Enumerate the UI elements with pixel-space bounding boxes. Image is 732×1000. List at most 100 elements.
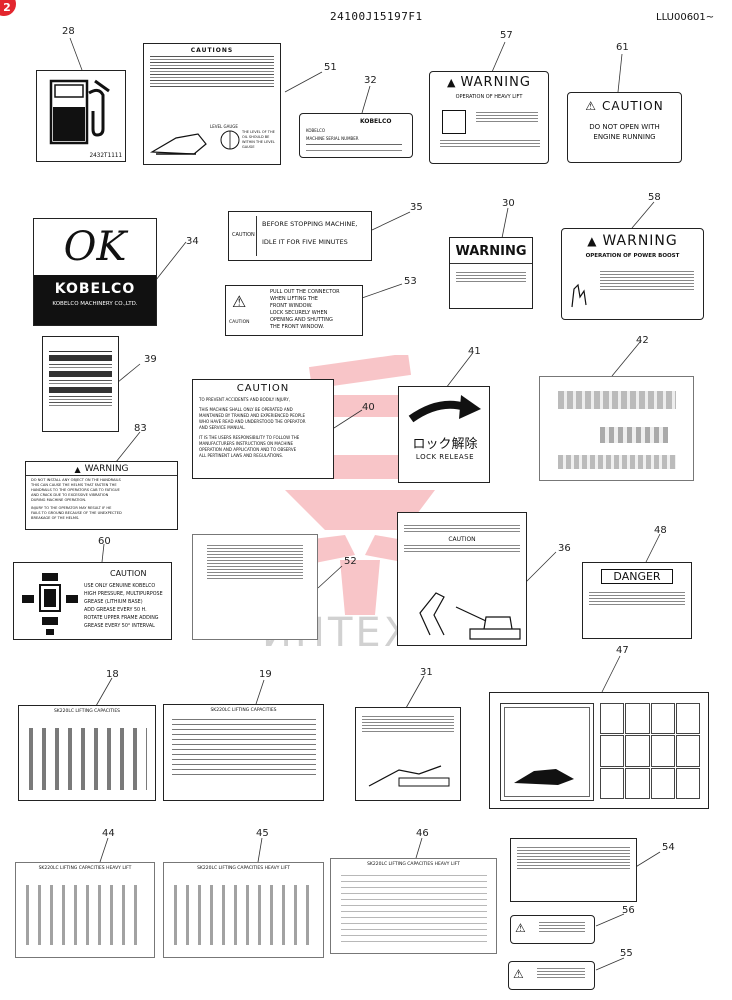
rule xyxy=(306,144,402,145)
leader-48 xyxy=(645,533,661,563)
decal-44-title: SK220LC LIFTING CAPACITIES HEAVY LIFT xyxy=(38,866,132,871)
caution-triangle-icon: ⚠ xyxy=(232,292,247,311)
decal-55: ⚠ xyxy=(508,961,595,990)
leader-19 xyxy=(255,679,265,705)
decal-40-title: CAUTION xyxy=(236,383,290,394)
capacity-table xyxy=(29,728,147,790)
leader-51 xyxy=(284,71,323,93)
decal-32-serial-plate: KOBELCO KOBELCO MACHINE SERIAL NUMBER xyxy=(299,113,413,158)
leader-32 xyxy=(361,85,371,114)
faded-text-block xyxy=(600,427,668,443)
decal-60-l1: USE ONLY GENUINE KOBELCO xyxy=(84,584,156,589)
decal-40-l8: OPERATION AND APPLICATION AND TO OBSERVE xyxy=(199,447,297,452)
page-badge-number: 2 xyxy=(3,0,11,14)
decal-83-l1: DO NOT INSTALL ANY OBJECT ON THE HANDRAI… xyxy=(31,478,121,482)
decal-40-l2: THIS MACHINE SHALL ONLY BE OPERATED AND xyxy=(199,407,293,412)
decal-53-caution-connector: ⚠ CAUTION PULL OUT THE CONNECTOR WHEN LI… xyxy=(225,285,363,336)
leader-57 xyxy=(491,41,506,73)
decal-61-caution-do-not-open: ⚠ CAUTION DO NOT OPEN WITH ENGINE RUNNIN… xyxy=(567,92,682,163)
leader-30 xyxy=(501,207,509,239)
callout-46: 46 xyxy=(416,828,429,839)
decal-54 xyxy=(510,838,637,902)
callout-57: 57 xyxy=(500,30,513,41)
decal-57-warning-heavy-lift: ▲ WARNING OPERATION OF HEAVY LIFT xyxy=(429,71,549,164)
callout-39: 39 xyxy=(144,354,157,365)
decal-57-subtitle: OPERATION OF HEAVY LIFT xyxy=(455,94,523,100)
leader-42 xyxy=(611,341,641,377)
decal-40-caution-operator: CAUTION TO PREVENT ACCIDENTS AND BODILY … xyxy=(192,379,334,479)
callout-40: 40 xyxy=(362,402,375,413)
leader-61 xyxy=(617,53,623,93)
callout-42: 42 xyxy=(636,335,649,346)
faded-text-block xyxy=(558,455,676,469)
decal-18-lifting: SK220LC LIFTING CAPACITIES xyxy=(18,705,156,801)
decal-39 xyxy=(42,336,119,432)
decal-40-l5: AND SERVICE MANUAL. xyxy=(199,425,246,430)
decal-53-l1: PULL OUT THE CONNECTOR xyxy=(270,289,340,295)
callout-83: 83 xyxy=(134,423,147,434)
decal-53-l3: FRONT WINDOW. xyxy=(270,303,313,309)
decal-61-line2: ENGINE RUNNING xyxy=(593,133,656,141)
decal-28-fuel: 2432T1111 xyxy=(36,70,126,162)
warning-triangle-icon: ▲ xyxy=(74,464,81,474)
decal-41-lock-release: ロック解除 LOCK RELEASE xyxy=(398,386,490,483)
decal-35-caution-idle: CAUTION BEFORE STOPPING MACHINE, IDLE IT… xyxy=(228,211,372,261)
decal-57-title: WARNING xyxy=(460,75,531,90)
leader-53 xyxy=(361,283,403,299)
callout-32: 32 xyxy=(364,75,377,86)
decal-83-l7: FAILS TO GROUND BECAUSE OF THE UNEXPECTE… xyxy=(31,511,122,515)
leader-45 xyxy=(257,837,263,863)
leader-54 xyxy=(633,851,661,869)
decal-40-l1: TO PREVENT ACCIDENTS AND BODILY INJURY, xyxy=(199,397,290,402)
decal-51-level-gauge: LEVEL GAUGE xyxy=(210,124,238,129)
leader-18 xyxy=(95,677,113,707)
leader-83 xyxy=(115,431,141,463)
decal-60-l5: ROTATE UPPER FRAME ADDING xyxy=(84,616,159,621)
decal-46-title: SK220LC LIFTING CAPACITIES HEAVY LIFT xyxy=(367,862,460,867)
decal-36-caution-excavator: CAUTION xyxy=(397,512,527,646)
leader-56 xyxy=(595,913,625,927)
capacity-table xyxy=(341,875,487,945)
decal-56: ⚠ xyxy=(510,915,595,944)
decal-42 xyxy=(539,376,694,481)
decal-32-brand: KOBELCO xyxy=(360,118,392,125)
callout-60: 60 xyxy=(98,536,111,547)
warning-triangle-icon: ▲ xyxy=(587,234,597,248)
leader-47 xyxy=(601,655,621,693)
decal-40-l7: MANUFACTURERS INSTRUCTIONS ON MACHINE xyxy=(199,441,294,446)
decal-40-l9: ALL PERTINENT LAWS AND REGULATIONS. xyxy=(199,453,284,458)
decal-30-warning: WARNING xyxy=(449,237,533,309)
leader-44 xyxy=(99,837,109,863)
caution-triangle-icon: ⚠ xyxy=(515,921,526,935)
decal-83-title: WARNING xyxy=(84,464,129,474)
callout-36: 36 xyxy=(558,543,571,554)
leader-46 xyxy=(415,837,423,859)
decal-48-title: DANGER xyxy=(601,569,673,584)
decal-53-l6: THE FRONT WINDOW. xyxy=(270,324,325,330)
decal-47-control-panel xyxy=(489,692,709,809)
track-diagram xyxy=(504,707,590,797)
callout-53: 53 xyxy=(404,276,417,287)
decal-60-l2: HIGH PRESSURE, MULTIPURPOSE xyxy=(84,592,163,597)
decal-40-l4: WHO HAVE READ AND UNDERSTOOD THE OPERATO… xyxy=(199,419,306,424)
decal-60-title: CAUTION xyxy=(110,569,147,578)
decal-83-l2: THIS CAN CAUSE THE HELMS THAT FASTEN THE xyxy=(31,483,117,487)
decal-53-l4: LOCK SECURELY WHEN xyxy=(270,310,328,316)
callout-51: 51 xyxy=(324,62,337,73)
excavator-level-icon xyxy=(149,130,240,155)
decal-83-l4: AND CRACK DUE TO EXCESSIVE VIBRATION xyxy=(31,493,109,497)
callout-55: 55 xyxy=(620,948,633,959)
leader-34 xyxy=(155,241,187,281)
decal-58-subtitle: OPERATION OF POWER BOOST xyxy=(585,253,680,259)
decal-61-line1: DO NOT OPEN WITH xyxy=(589,123,660,131)
caution-triangle-icon: ⚠ xyxy=(585,99,597,113)
decal-32-line1: KOBELCO xyxy=(306,128,325,133)
sheet-code: LLU00601~ xyxy=(656,12,715,23)
decal-40-l6: IT IS THE USERS RESPONSIBILITY TO FOLLOW… xyxy=(199,435,300,440)
decal-48-danger: DANGER xyxy=(582,562,692,639)
decal-34-brand: KOBELCO xyxy=(54,281,136,297)
callout-28: 28 xyxy=(62,26,75,37)
decal-53-l5: OPENING AND SHUTTING xyxy=(270,317,333,323)
callout-35: 35 xyxy=(410,202,423,213)
capacity-table xyxy=(174,885,314,945)
